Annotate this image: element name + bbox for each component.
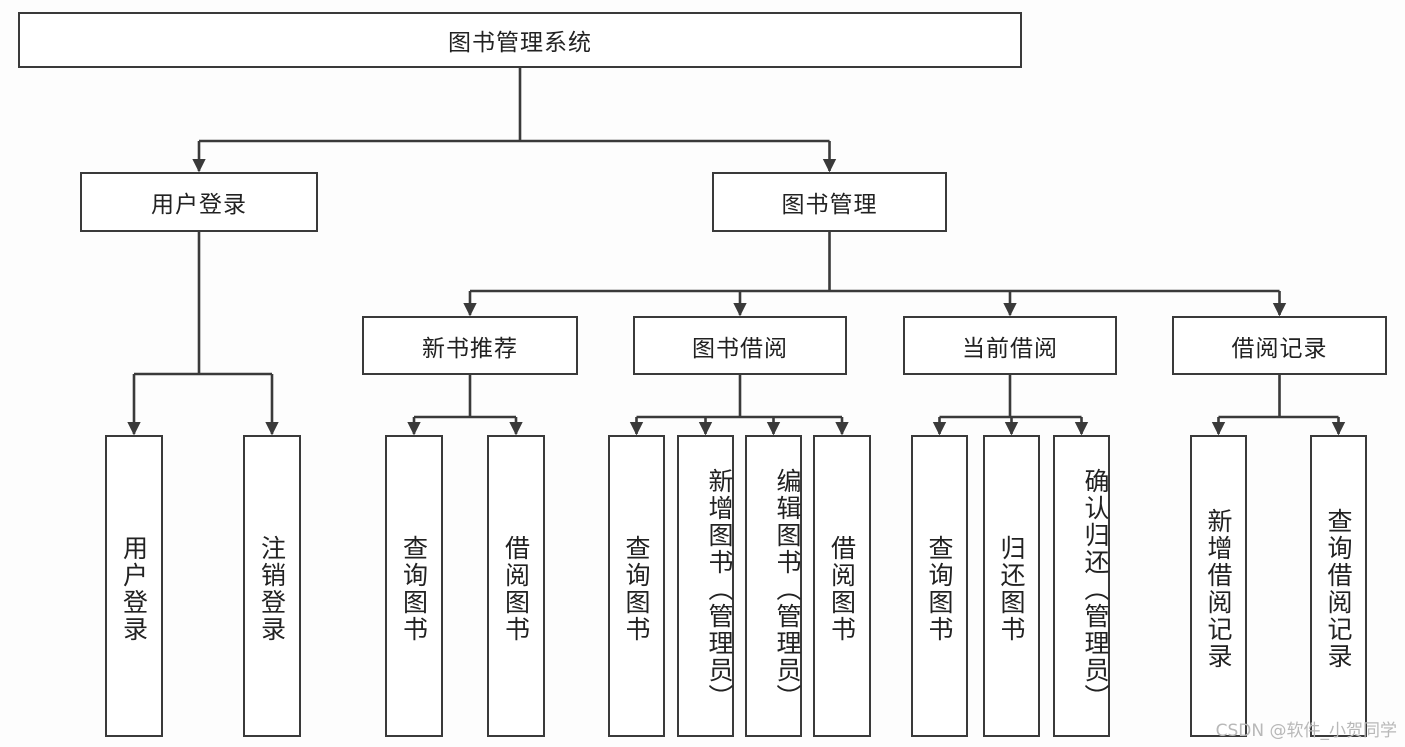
node-leaf-return-book[interactable]: 归还图书 [983, 435, 1040, 737]
node-book-manage[interactable]: 图书管理 [712, 172, 947, 232]
node-leaf-confirm-return[interactable]: 确认归还（管理员） [1053, 435, 1110, 737]
node-leaf-query-book-1[interactable]: 查询图书 [385, 435, 443, 737]
node-leaf-logout[interactable]: 注销登录 [243, 435, 301, 737]
node-leaf-query-book-3[interactable]: 查询图书 [911, 435, 968, 737]
node-borrow-record[interactable]: 借阅记录 [1172, 316, 1387, 375]
node-leaf-borrow-book-1[interactable]: 借阅图书 [487, 435, 545, 737]
node-leaf-query-record[interactable]: 查询借阅记录 [1310, 435, 1367, 737]
node-leaf-add-book[interactable]: 新增图书（管理员） [677, 435, 734, 737]
node-leaf-query-book-2[interactable]: 查询图书 [608, 435, 665, 737]
node-book-borrow[interactable]: 图书借阅 [633, 316, 847, 375]
node-leaf-edit-book[interactable]: 编辑图书（管理员） [745, 435, 802, 737]
node-root[interactable]: 图书管理系统 [18, 12, 1022, 68]
node-user-login[interactable]: 用户登录 [80, 172, 318, 232]
node-new-book-recommend[interactable]: 新书推荐 [362, 316, 578, 375]
csdn-watermark: CSDN @软件_小贺同学 [1215, 721, 1397, 741]
node-current-borrow[interactable]: 当前借阅 [903, 316, 1117, 375]
node-leaf-borrow-book-2[interactable]: 借阅图书 [813, 435, 871, 737]
node-leaf-user-login[interactable]: 用户登录 [105, 435, 163, 737]
node-leaf-add-record[interactable]: 新增借阅记录 [1190, 435, 1247, 737]
